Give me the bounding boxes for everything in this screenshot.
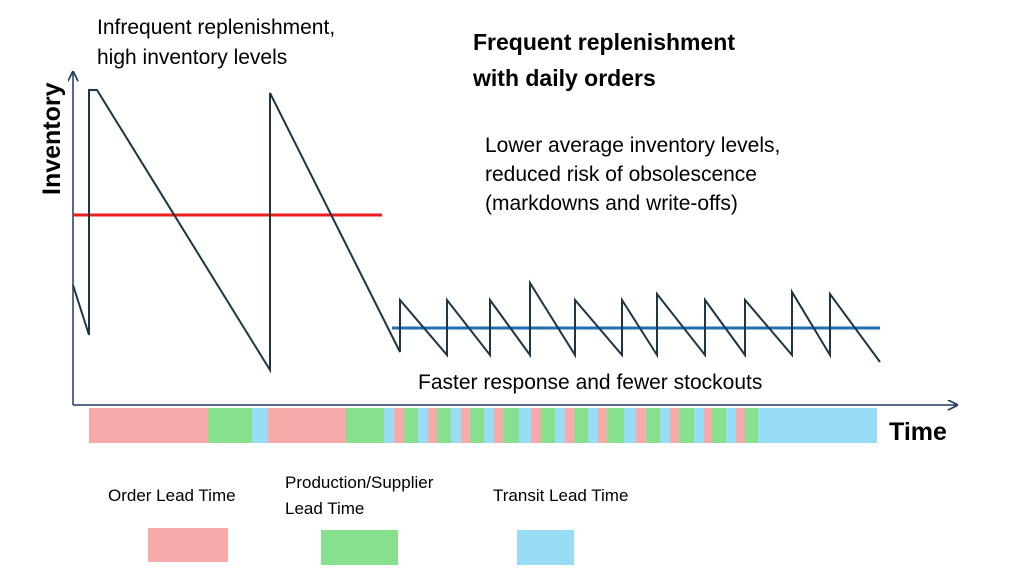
lead-time-segment-transit (694, 408, 705, 443)
lead-time-bar (89, 408, 877, 443)
legend: Order Lead Time Production/Supplier Lead… (108, 473, 628, 565)
y-axis-label: Inventory (38, 82, 66, 195)
lead-time-segment-production (503, 408, 520, 443)
legend-production-label-line1: Production/Supplier (285, 473, 434, 492)
lead-time-segment-transit (624, 408, 637, 443)
x-axis-label: Time (889, 418, 947, 446)
lead-time-segment-production (745, 408, 759, 443)
benefit-line1: Lower average inventory levels, (485, 134, 780, 157)
lead-time-segment-transit (758, 408, 769, 443)
legend-order-swatch (148, 528, 228, 562)
legend-production-swatch (321, 530, 398, 565)
lead-time-segment-production (437, 408, 452, 443)
infrequent-label-line1: Infrequent replenishment, (97, 16, 335, 39)
lead-time-segment-order (670, 408, 680, 443)
lead-time-segment-transit (588, 408, 599, 443)
lead-time-segment-production (607, 408, 625, 443)
legend-transit-label: Transit Lead Time (493, 486, 628, 505)
lead-time-segment-transit (519, 408, 532, 443)
lead-time-segment-production (679, 408, 695, 443)
benefit-line3: (markdowns and write-offs) (485, 192, 738, 215)
lead-time-segment-transit (768, 408, 877, 443)
lead-time-segment-order (268, 408, 347, 443)
inventory-sawtooth (72, 89, 881, 374)
lead-time-segment-order (598, 408, 608, 443)
lead-time-segment-production (646, 408, 661, 443)
infrequent-label-line2: high inventory levels (97, 46, 287, 69)
lead-time-segment-transit (418, 408, 429, 443)
response-label: Faster response and fewer stockouts (418, 371, 762, 394)
lead-time-segment-production (712, 408, 727, 443)
lead-time-segment-order (494, 408, 504, 443)
lead-time-segment-transit (660, 408, 671, 443)
lead-time-segment-order (565, 408, 575, 443)
lead-time-segment-order (394, 408, 405, 443)
title-line2: with daily orders (472, 65, 656, 91)
lead-time-segment-production (574, 408, 589, 443)
lead-time-segment-transit (451, 408, 462, 443)
lead-time-segment-production (541, 408, 556, 443)
lead-time-segment-order (461, 408, 471, 443)
legend-order-label: Order Lead Time (108, 486, 236, 505)
lead-time-segment-order (531, 408, 542, 443)
title-line1: Frequent replenishment (473, 29, 735, 55)
legend-production-label-line2: Lead Time (285, 499, 364, 518)
lead-time-segment-transit (555, 408, 566, 443)
benefit-line2: reduced risk of obsolescence (485, 163, 757, 186)
lead-time-segment-order (89, 408, 209, 443)
lead-time-segment-transit (726, 408, 737, 443)
lead-time-segment-production (346, 408, 385, 443)
lead-time-segment-transit (384, 408, 395, 443)
lead-time-segment-production (404, 408, 419, 443)
lead-time-segment-order (704, 408, 713, 443)
lead-time-segment-production (470, 408, 485, 443)
lead-time-segment-order (736, 408, 746, 443)
lead-time-segment-order (636, 408, 647, 443)
lead-time-segment-transit (484, 408, 495, 443)
lead-time-segment-transit (252, 408, 269, 443)
lead-time-segment-order (428, 408, 438, 443)
legend-transit-swatch (517, 530, 574, 565)
lead-time-segment-production (208, 408, 253, 443)
